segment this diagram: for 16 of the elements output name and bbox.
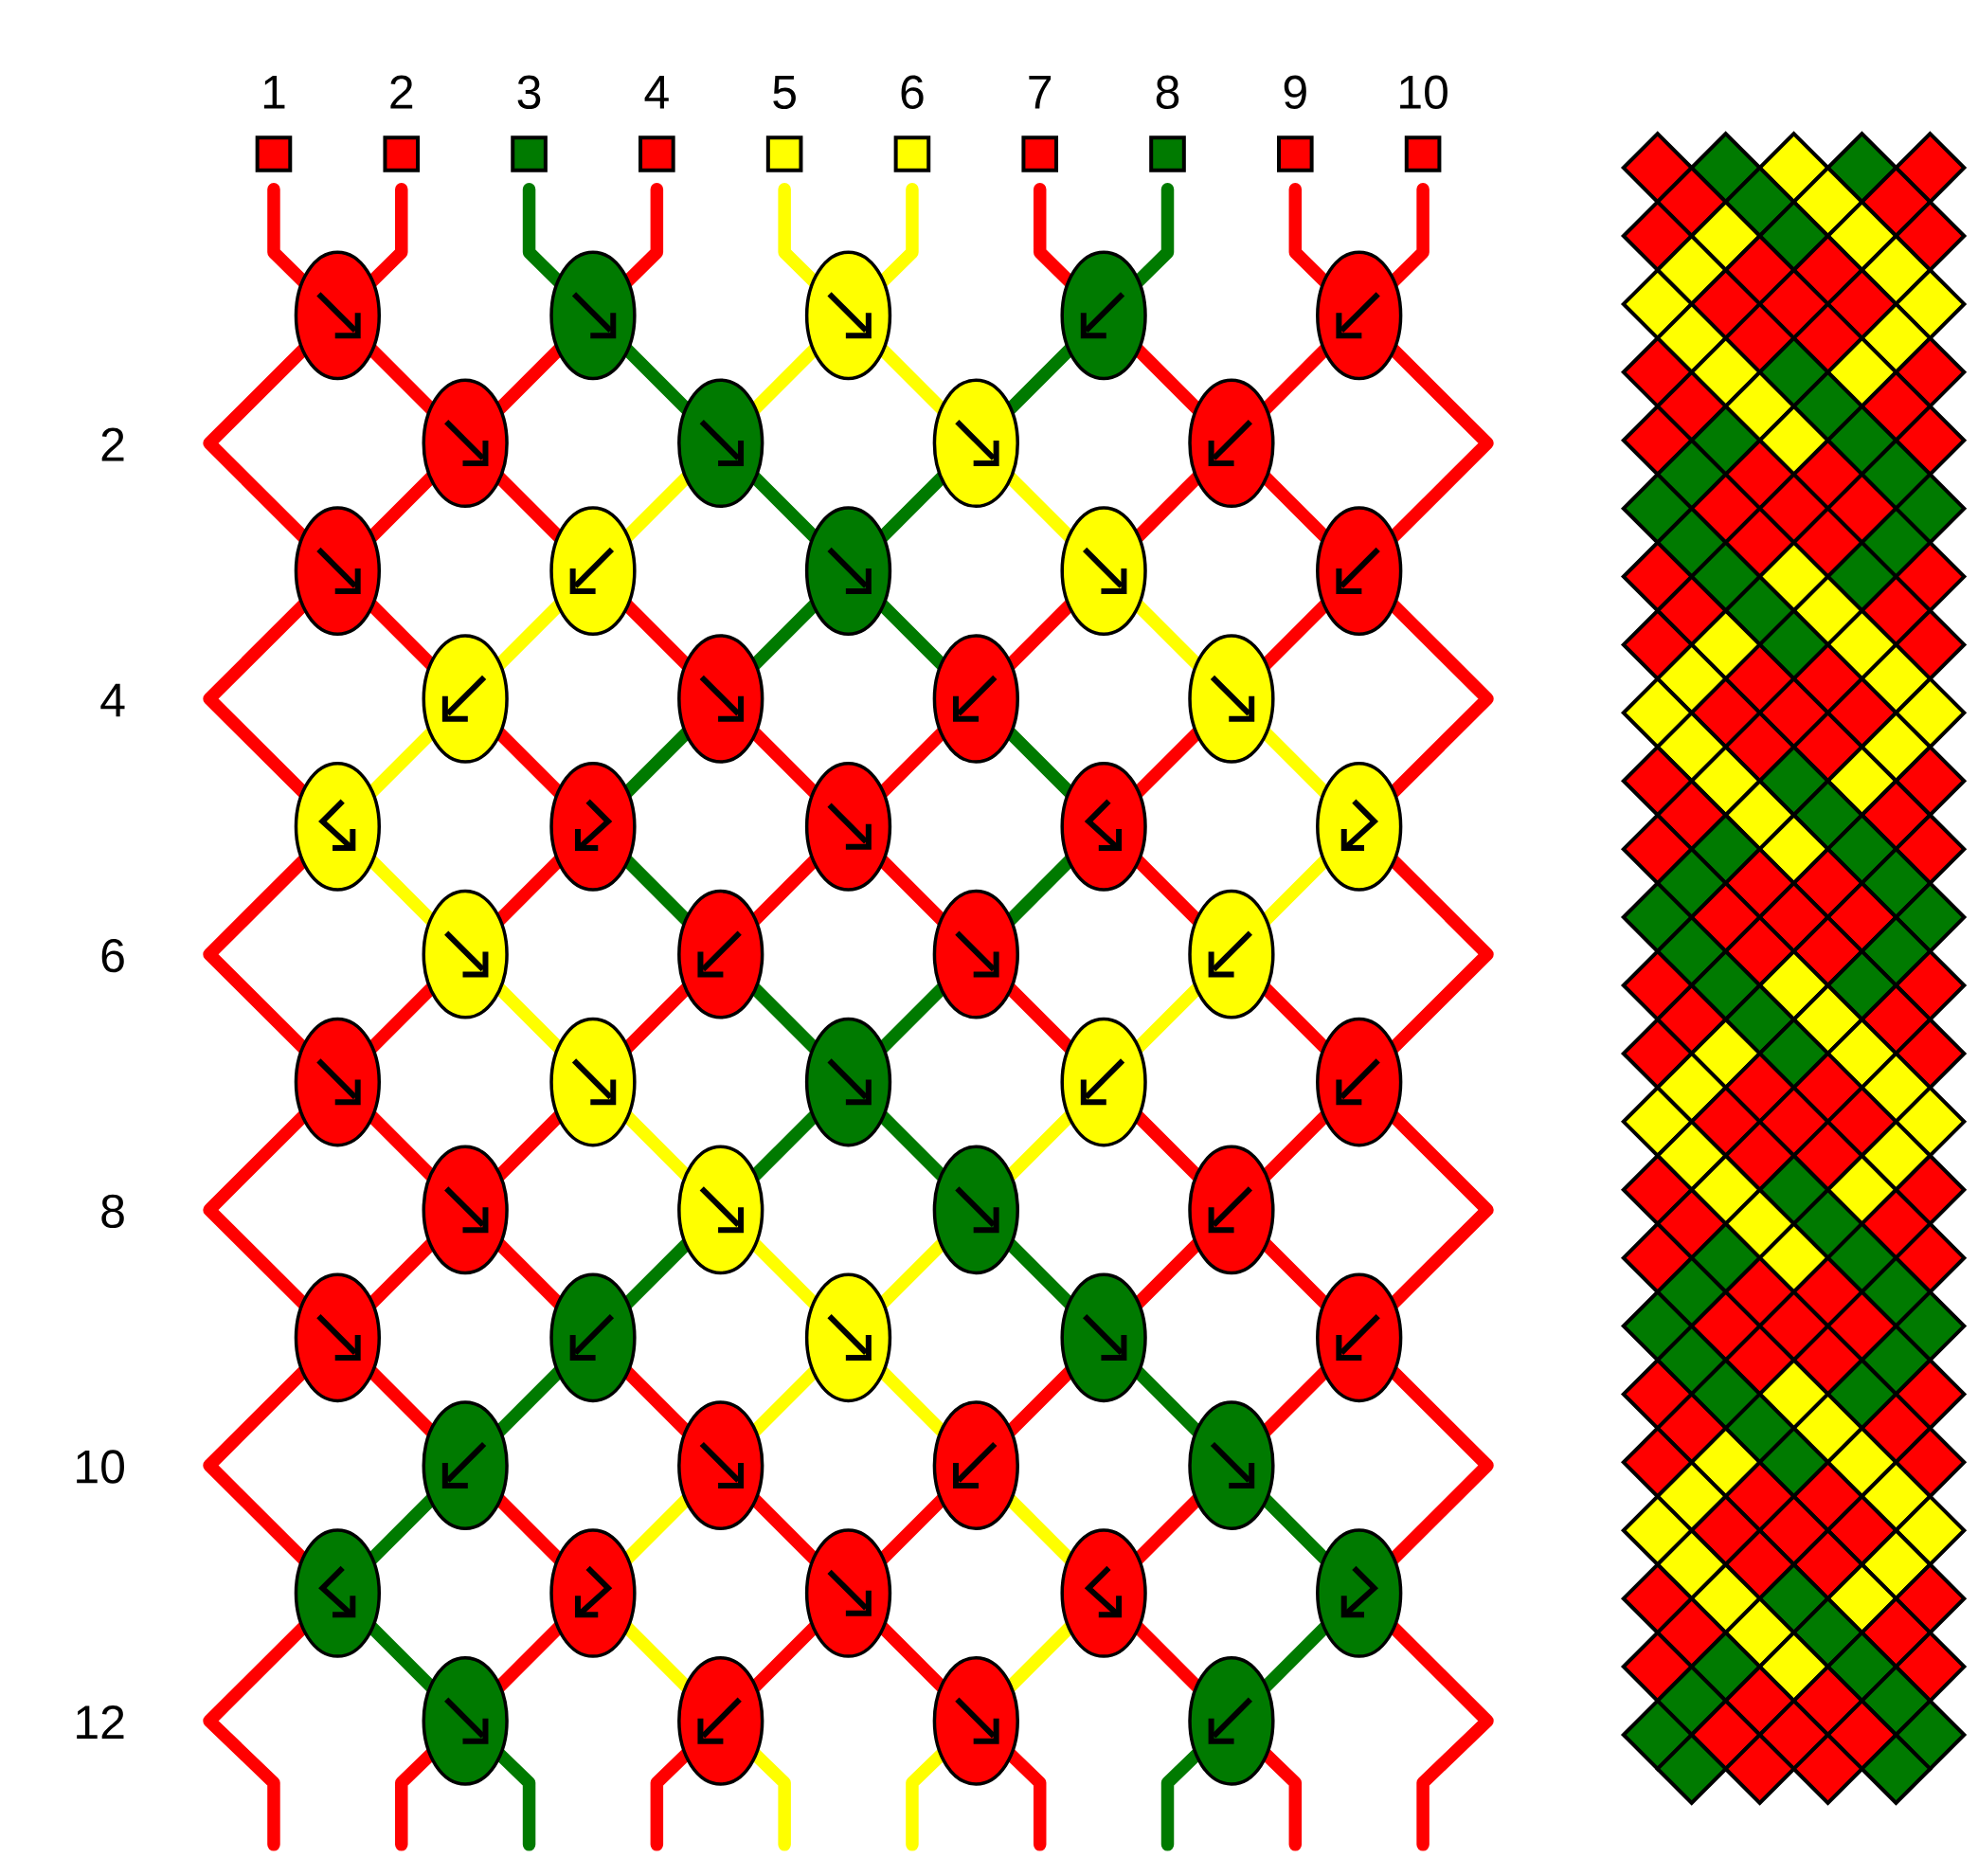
- thread-number: 5: [773, 76, 796, 109]
- thread-number: 9: [1284, 75, 1306, 109]
- thread-number: 3: [517, 75, 541, 109]
- thread-number: 2: [390, 75, 413, 109]
- thread-number: 8: [1156, 75, 1179, 109]
- row-number: 10: [77, 1450, 124, 1484]
- thread-number: 6: [901, 75, 924, 109]
- row-number: 8: [101, 1194, 124, 1229]
- row-number: 4: [100, 683, 125, 717]
- row-number: 12: [77, 1705, 124, 1739]
- thread-number: 1: [263, 76, 285, 109]
- thread-number: 7: [1029, 76, 1052, 109]
- row-number: 2: [101, 427, 124, 461]
- row-number: 6: [101, 938, 124, 973]
- thread-number: 4: [644, 76, 669, 109]
- thread-number: 10: [1400, 75, 1448, 109]
